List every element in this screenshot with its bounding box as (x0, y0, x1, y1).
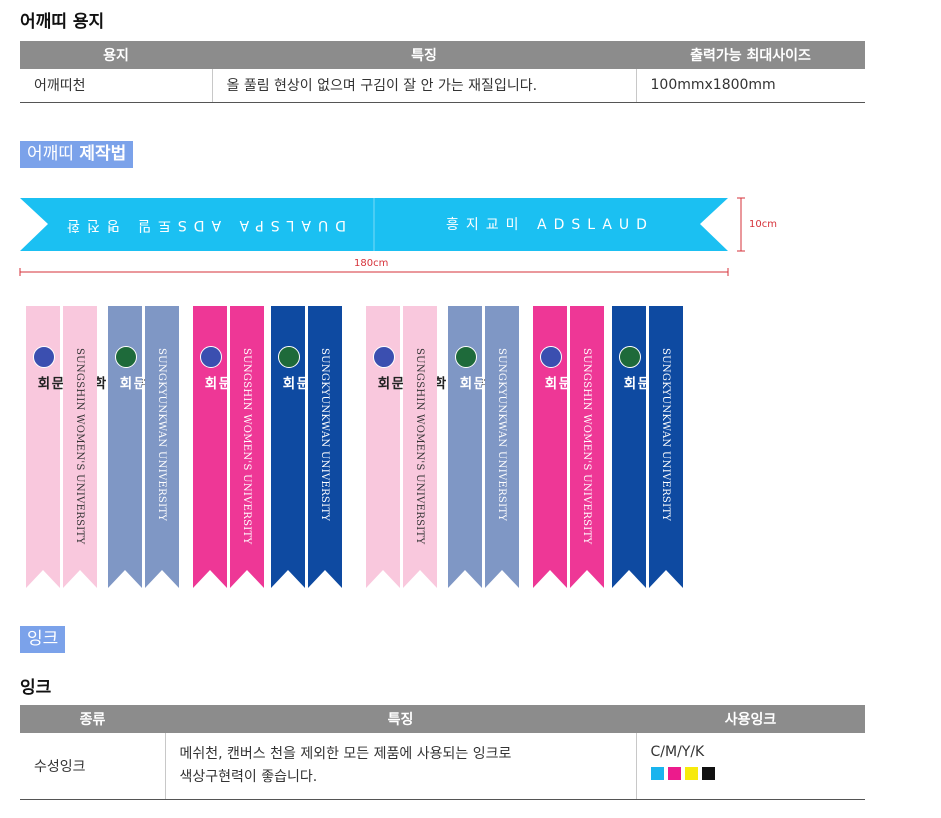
ribbon-shape (533, 306, 567, 588)
ribbon-front: 성균관대학교 동문회 (448, 306, 584, 588)
school-logo-icon (33, 346, 55, 368)
sash-left-text: DUALSPA ADS토밀 명전환 (60, 217, 346, 233)
ink-header-used: 사용잉크 (636, 705, 865, 733)
ribbon-front: 성신여자대학교 동문회 (26, 306, 176, 588)
ribbon-shape (366, 306, 400, 588)
ink-swatch-cyan (650, 766, 664, 780)
ink-feature-line2: 색상구현력이 좋습니다. (179, 768, 318, 785)
table-row: 어깨띠천 올 풀림 현상이 없으며 구김이 잘 안 가는 재질입니다. 100m… (20, 69, 865, 103)
ribbon-english-name: SUNGSHIN WOMEN'S UNIVERSITY (581, 348, 592, 545)
ribbon-english-name: SUNGKYUNKWAN UNIVERSITY (156, 348, 167, 522)
ribbon-shape (193, 306, 227, 588)
school-logo-icon (455, 346, 477, 368)
sash-width-label: 180cm (354, 258, 389, 269)
ribbon-back: SUNGSHIN WOMEN'S UNIVERSITY (63, 306, 97, 588)
ribbon-front: 성균관대학교 동문회 (271, 306, 407, 588)
ribbon-shape (26, 306, 60, 588)
ribbon-korean-name: 성균관대학교 동문회 (620, 376, 748, 390)
paper-table: 용지 특징 출력가능 최대사이즈 어깨띠천 올 풀림 현상이 없으며 구김이 잘… (20, 41, 865, 103)
ink-used-label: C/M/Y/K (650, 743, 705, 760)
ribbon-front: 성균관대학교 동문회 (612, 306, 748, 588)
paper-name-cell: 어깨띠천 (20, 69, 212, 103)
ribbon-english-name: SUNGKYUNKWAN UNIVERSITY (496, 348, 507, 522)
school-logo-icon (115, 346, 137, 368)
ribbon-shape (145, 306, 179, 588)
ink-type-cell: 수성잉크 (20, 733, 165, 800)
ink-swatches (650, 766, 852, 784)
ribbon-back: SUNGKYUNKWAN UNIVERSITY (145, 306, 179, 588)
ribbon-back: SUNGSHIN WOMEN'S UNIVERSITY (570, 306, 604, 588)
ink-header-feature: 특징 (165, 705, 636, 733)
width-dimension (19, 268, 729, 276)
production-tag: 어깨띠 제작법 (20, 141, 134, 168)
ribbon-shape (612, 306, 646, 588)
ink-feature-cell: 메쉬천, 캔버스 천을 제외한 모든 제품에 사용되는 잉크로 색상구현력이 좋… (164, 733, 636, 800)
school-logo-icon (619, 346, 641, 368)
paper-section-title: 어깨띠 용지 (20, 12, 105, 32)
ink-swatch-black (701, 766, 715, 780)
school-logo-icon (278, 346, 300, 368)
ribbon-shape (448, 306, 482, 588)
ribbon-shape (570, 306, 604, 588)
ink-used-cell: C/M/Y/K (635, 733, 865, 800)
ribbon-back: SUNGSHIN WOMEN'S UNIVERSITY (230, 306, 264, 588)
ribbon-shape (403, 306, 437, 588)
ribbon-english-name: SUNGSHIN WOMEN'S UNIVERSITY (74, 348, 85, 545)
ink-swatch-yellow (684, 766, 698, 780)
ribbon-front: 성신여자대학교 동문회 (533, 306, 683, 588)
ribbon-back: SUNGSHIN WOMEN'S UNIVERSITY (403, 306, 437, 588)
sash-height-label: 10cm (749, 219, 777, 230)
ribbon-front: 성균관대학교 동문회 (108, 306, 244, 588)
ribbon-english-name: SUNGSHIN WOMEN'S UNIVERSITY (414, 348, 425, 545)
production-tag-bold: 제작법 (79, 144, 127, 164)
sash-right-text: 흥지교미 ADSLAUD (446, 217, 654, 233)
paper-header-feature: 특징 (212, 41, 636, 69)
ribbon-shape (308, 306, 342, 588)
sash-diagram (19, 197, 745, 276)
height-dimension (737, 197, 745, 252)
ribbon-shape (230, 306, 264, 588)
school-logo-icon (373, 346, 395, 368)
ribbon-english-name: SUNGKYUNKWAN UNIVERSITY (660, 348, 671, 522)
table-row: 수성잉크 메쉬천, 캔버스 천을 제외한 모든 제품에 사용되는 잉크로 색상구… (20, 733, 865, 800)
ink-swatch-magenta (667, 766, 681, 780)
ribbon-shape (271, 306, 305, 588)
school-logo-icon (540, 346, 562, 368)
ink-header-type: 종류 (20, 705, 165, 733)
paper-feature-cell: 올 풀림 현상이 없으며 구김이 잘 안 가는 재질입니다. (211, 69, 636, 103)
ribbon-shape (108, 306, 142, 588)
ribbon-front: 성신여자대학교 동문회 (193, 306, 343, 588)
paper-header-name: 용지 (20, 41, 212, 69)
school-logo-icon (200, 346, 222, 368)
ribbon-back: SUNGKYUNKWAN UNIVERSITY (649, 306, 683, 588)
paper-header-size: 출력가능 최대사이즈 (636, 41, 865, 69)
ink-feature-line1: 메쉬천, 캔버스 천을 제외한 모든 제품에 사용되는 잉크로 (179, 745, 512, 762)
ribbon-shape (485, 306, 519, 588)
paper-size-cell: 100mmx1800mm (635, 69, 865, 103)
ribbon-shape (63, 306, 97, 588)
ribbon-back: SUNGKYUNKWAN UNIVERSITY (485, 306, 519, 588)
ink-table: 종류 특징 사용잉크 수성잉크 메쉬천, 캔버스 천을 제외한 모든 제품에 사… (20, 705, 865, 800)
ribbon-front: 성신여자대학교 동문회 (366, 306, 516, 588)
production-tag-light: 어깨띠 (27, 144, 74, 164)
ink-section-title: 잉크 (20, 678, 52, 698)
ribbon-back: SUNGKYUNKWAN UNIVERSITY (308, 306, 342, 588)
ribbon-shape (649, 306, 683, 588)
ribbon-english-name: SUNGSHIN WOMEN'S UNIVERSITY (241, 348, 252, 545)
ribbon-english-name: SUNGKYUNKWAN UNIVERSITY (319, 348, 330, 522)
ink-tag: 잉크 (20, 626, 66, 653)
